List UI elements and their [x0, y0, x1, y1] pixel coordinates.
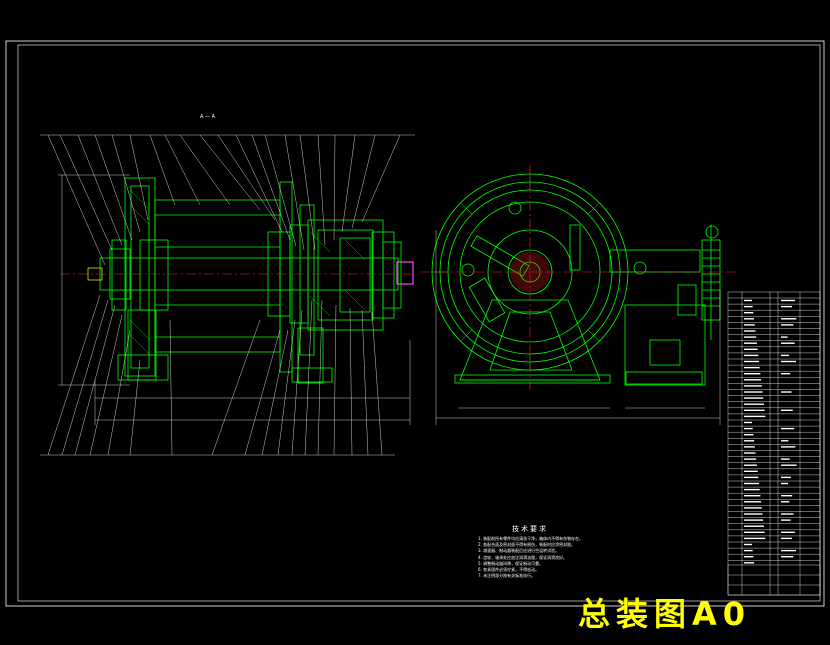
table-cell-mark: [744, 348, 758, 350]
tech-note: 4. 齿轮、轴承处应加注润滑油脂，保证润滑良好。: [478, 554, 568, 560]
table-cell-mark: [781, 464, 797, 466]
table-cell-mark: [744, 513, 763, 515]
table-cell-mark: [744, 409, 765, 411]
tech-note: 2. 各配合面及密封面不得有损伤，装配时应涂密封胶。: [478, 542, 576, 548]
table-cell-mark: [744, 299, 752, 302]
table-cell-mark: [744, 373, 761, 375]
table-cell-mark: [781, 440, 789, 442]
table-cell-mark: [744, 452, 756, 454]
table-cell-mark: [744, 464, 757, 466]
table-cell-mark: [744, 446, 755, 448]
table-cell-mark: [744, 458, 757, 460]
title-block: [727, 564, 821, 596]
table-cell-mark: [781, 482, 788, 485]
table-cell-mark: [744, 482, 759, 485]
right-pedestal: [297, 327, 324, 384]
table-cell-mark: [744, 549, 753, 552]
tech-note: 6. 各紧固件必须拧紧，不得松动。: [478, 567, 540, 573]
table-cell-mark: [781, 336, 788, 338]
table-cell-mark: [781, 409, 793, 411]
end-view: [431, 173, 721, 386]
table-cell-mark: [744, 336, 757, 338]
technical-requirements-notes: 1. 装配前所有零件均应清洗干净，箱体内不得有杂物存在。 2. 各配合面及密封面…: [478, 536, 628, 579]
table-cell-mark: [781, 458, 790, 460]
tech-note: 7. 未注明部分按有关标准执行。: [478, 573, 536, 579]
table-cell-mark: [744, 324, 755, 326]
left-pedestal: [127, 309, 157, 381]
table-cell-mark: [744, 501, 762, 503]
table-cell-mark: [744, 556, 754, 558]
table-cell-mark: [744, 507, 762, 509]
table-cell-mark: [744, 543, 752, 546]
leader-lines-bottom: [40, 294, 395, 456]
table-cell-mark: [781, 427, 795, 430]
table-cell-mark: [744, 525, 764, 527]
sheet-border-inner: [17, 44, 821, 602]
table-cell-mark: [781, 324, 794, 326]
table-cell-mark: [744, 397, 764, 399]
table-cell-mark: [744, 385, 762, 387]
table-cell-mark: [781, 446, 796, 448]
table-cell-mark: [744, 531, 765, 533]
technical-requirements-title: 技术要求: [512, 525, 548, 533]
table-cell-mark: [744, 318, 755, 320]
section-mark: A — A: [200, 114, 216, 120]
section-view: [99, 177, 402, 384]
table-cell-mark: [781, 519, 791, 521]
table-cell-mark: [744, 305, 753, 308]
table-cell-mark: [744, 519, 764, 521]
table-cell-mark: [744, 415, 766, 418]
brake-arm: [609, 249, 701, 273]
table-cell-mark: [744, 403, 764, 405]
table-cell-mark: [781, 513, 794, 515]
coupling-highlight: [396, 261, 414, 285]
table-cell-mark: [744, 440, 755, 442]
drum-barrel: [154, 199, 281, 353]
table-cell-mark: [781, 373, 791, 375]
table-cell-mark: [744, 366, 760, 369]
table-cell-mark: [781, 354, 789, 357]
table-cell-mark: [781, 556, 794, 558]
table-cell-mark: [781, 531, 795, 533]
sheet-border-outer: [5, 40, 825, 607]
table-cell-mark: [781, 501, 790, 503]
table-cell-mark: [744, 488, 760, 491]
table-cell-mark: [744, 470, 758, 472]
table-cell-mark: [744, 427, 753, 430]
table-cell-mark: [781, 342, 795, 344]
leader-lines-top: [40, 134, 415, 266]
table-cell-mark: [781, 537, 792, 540]
table-cell-mark: [744, 391, 763, 393]
tech-note: 3. 减速器、制动器装配后应进行空运转试验。: [478, 548, 560, 554]
drawing-title-stamp: 总装图A0: [578, 595, 752, 633]
table-cell-mark: [744, 537, 766, 540]
table-cell-mark: [744, 562, 755, 564]
table-cell-mark: [744, 495, 761, 497]
table-cell-mark: [744, 342, 757, 344]
table-cell-mark: [744, 360, 759, 363]
table-cell-mark: [781, 299, 795, 302]
table-cell-mark: [744, 330, 756, 332]
table-cell-mark: [744, 421, 752, 424]
table-cell-mark: [781, 391, 792, 393]
table-cell-mark: [781, 495, 793, 497]
table-cell-mark: [781, 549, 797, 552]
tech-note: 1. 装配前所有零件均应清洗干净，箱体内不得有杂物存在。: [478, 536, 584, 541]
table-cell-mark: [781, 305, 793, 308]
table-cell-mark: [744, 476, 759, 479]
table-cell-mark: [781, 360, 796, 363]
parts-list: [727, 291, 821, 596]
table-cell-mark: [781, 318, 797, 320]
drum-flange-inner-left: [130, 185, 150, 369]
tech-note: 5. 调整制动器间隙，保证制动可靠。: [478, 560, 544, 566]
table-cell-mark: [744, 312, 754, 314]
table-cell-mark: [744, 379, 762, 381]
table-cell-mark: [744, 434, 754, 436]
table-cell-mark: [781, 476, 791, 479]
table-cell-mark: [744, 354, 759, 357]
